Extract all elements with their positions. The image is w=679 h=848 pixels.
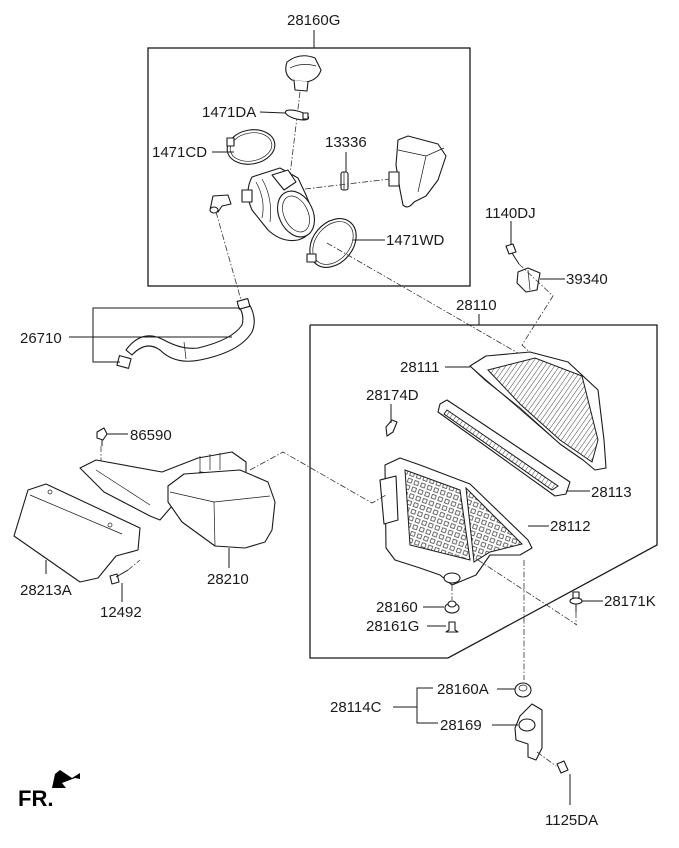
part-bolt-28171K[interactable] — [569, 591, 583, 612]
part-clamp-1471CD[interactable] — [224, 126, 277, 168]
part-bracket-28169[interactable] — [514, 703, 543, 761]
part-elbow-fitting[interactable] — [209, 194, 232, 214]
label-28160G[interactable]: 28160G — [287, 12, 340, 29]
label-1140DJ[interactable]: 1140DJ — [485, 205, 536, 222]
label-28213A[interactable]: 28213A — [20, 582, 72, 599]
part-clip-13336[interactable] — [340, 171, 349, 191]
part-resonator-28210[interactable] — [167, 469, 276, 549]
front-arrow-icon — [52, 770, 80, 788]
label-26710[interactable]: 26710 — [20, 330, 62, 347]
label-28114C[interactable]: 28114C — [330, 699, 382, 716]
label-28110[interactable]: 28110 — [456, 297, 497, 314]
front-direction-label: FR. — [18, 786, 53, 811]
label-28112[interactable]: 28112 — [550, 518, 591, 535]
label-28161G[interactable]: 28161G — [366, 618, 419, 635]
part-breather-hose-26710[interactable] — [116, 298, 255, 369]
label-28111[interactable]: 28111 — [400, 359, 440, 376]
part-lower-case-28112[interactable] — [379, 457, 533, 586]
part-clip-86590[interactable] — [96, 427, 108, 446]
label-13336[interactable]: 13336 — [325, 134, 367, 151]
label-28210[interactable]: 28210 — [207, 571, 249, 588]
label-28174D[interactable]: 28174D — [366, 387, 419, 404]
part-grommet-28160[interactable] — [444, 600, 460, 614]
label-1471DA[interactable]: 1471DA — [202, 104, 256, 121]
label-28171K[interactable]: 28171K — [604, 593, 656, 610]
label-28169[interactable]: 28169 — [440, 717, 482, 734]
label-86590[interactable]: 86590 — [130, 427, 172, 444]
part-pin-28161G[interactable] — [445, 621, 459, 633]
label-28113[interactable]: 28113 — [591, 484, 632, 501]
part-bolt-1125DA[interactable] — [556, 760, 569, 774]
label-1471WD[interactable]: 1471WD — [386, 232, 445, 249]
part-bolt-1140DJ[interactable] — [505, 243, 520, 265]
label-1125DA[interactable]: 1125DA — [545, 812, 598, 829]
part-intake-cap[interactable] — [285, 55, 322, 92]
part-clamp-1471WD[interactable] — [300, 209, 365, 276]
label-28160A[interactable]: 28160A — [437, 681, 489, 698]
part-cover-28213A[interactable] — [13, 483, 141, 583]
part-upper-cover-28111[interactable] — [469, 351, 607, 471]
part-bolt-12492[interactable] — [109, 569, 129, 585]
part-mount-28160A[interactable] — [514, 682, 532, 698]
label-1471CD[interactable]: 1471CD — [152, 144, 207, 161]
label-39340[interactable]: 39340 — [566, 271, 608, 288]
part-resonator[interactable] — [388, 135, 447, 208]
label-12492[interactable]: 12492 — [100, 604, 142, 621]
label-28160[interactable]: 28160 — [376, 599, 418, 616]
part-maf-housing[interactable] — [241, 167, 322, 243]
group-box-28110 — [309, 324, 658, 659]
group-box-28160G — [147, 47, 471, 287]
part-clip-1471DA[interactable] — [284, 108, 310, 122]
part-filter-element-28113[interactable] — [437, 399, 571, 497]
